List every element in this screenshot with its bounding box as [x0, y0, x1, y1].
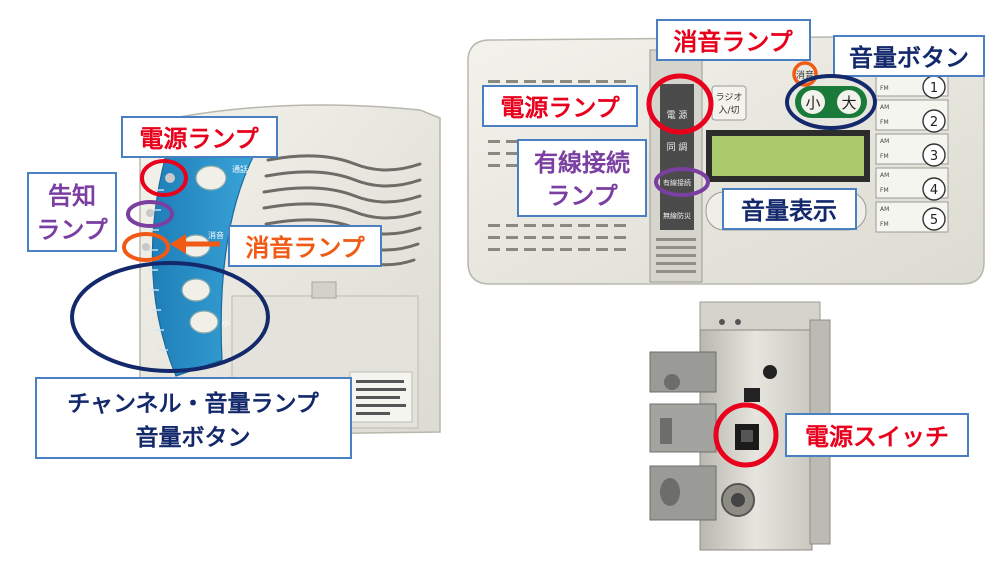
- volume-down-label-right: 小: [805, 94, 820, 112]
- right-power-lamp-label: 電源ランプ: [500, 94, 620, 122]
- lamp-wired-text: 有線接続: [663, 178, 691, 187]
- volume-up-label-right: 大: [841, 94, 856, 112]
- mute-button-label: 消音: [208, 230, 224, 240]
- notice-lamp-ring: [126, 200, 174, 228]
- right-power-lamp-label-box: [482, 85, 638, 127]
- cover-latch: [311, 281, 337, 299]
- lamp-sync-text: 同 調: [667, 141, 688, 153]
- volume-down-button[interactable]: [189, 310, 219, 334]
- left-mute-lamp-ring: [122, 232, 170, 262]
- volume-up-button-right[interactable]: [837, 90, 861, 114]
- left-power-lamp: [165, 173, 175, 183]
- volume-down-button-right[interactable]: [801, 90, 825, 114]
- channel-volume-label-1: チャンネル・音量ランプ: [67, 390, 320, 417]
- mute-small-ring: [792, 61, 818, 87]
- preset-label-3: 3: [930, 149, 938, 164]
- right-mute-lamp-label: 消音ランプ: [673, 28, 793, 56]
- volume-button-label: 音量ボタン: [849, 44, 969, 72]
- call-button-label: 通話: [232, 164, 248, 174]
- preset-label-1: 1: [930, 81, 938, 96]
- screw-1: [719, 319, 725, 325]
- preset-button-3[interactable]: [922, 143, 946, 167]
- lamp-disaster-text: 無線防災: [663, 211, 691, 220]
- right-power-lamp-ring: [646, 73, 714, 135]
- preset-button-4[interactable]: [922, 177, 946, 201]
- notice-lamp-label-1: 告知: [48, 182, 96, 210]
- notice-lamp-label-box: [27, 172, 117, 252]
- left-mute-lamp: [142, 243, 150, 251]
- volume-button-label-box: [833, 35, 985, 77]
- side-device: 電源スイッチ: [649, 301, 969, 551]
- right-device: 電 源 同 調 有線接続 無線防災 ラジオ 入/切 消音 小 大 AM FM A…: [467, 19, 985, 285]
- power-switch-label-box: [785, 413, 969, 457]
- preset-label-5: 5: [930, 213, 938, 228]
- radio-button-label-1: ラジオ: [716, 92, 743, 103]
- preset-fm-1: FM: [880, 85, 889, 92]
- volume-up-button[interactable]: [181, 278, 211, 302]
- wired-lamp-label-1: 有線接続: [534, 149, 630, 177]
- power-switch-label: 電源スイッチ: [805, 423, 949, 451]
- preset-am-2: AM: [880, 104, 889, 111]
- notice-lamp-label-2: ランプ: [36, 216, 108, 244]
- wired-lamp-ring: [654, 167, 710, 197]
- left-device: 通話 消音 小 電源ランプ 告知 ランプ 消音ランプ チャンネル・音量ランプ 音…: [27, 104, 441, 459]
- radio-button-label-2: 入/切: [718, 105, 739, 116]
- sticker-text-lines: [356, 380, 406, 415]
- preset-fm-5: FM: [880, 221, 889, 228]
- preset-am-4: AM: [880, 172, 889, 179]
- wired-lamp-label-box: [517, 139, 647, 217]
- call-button[interactable]: [195, 165, 227, 191]
- preset-am-5: AM: [880, 206, 889, 213]
- volume-display-label-box: [722, 188, 857, 230]
- right-mute-lamp-label-box: [656, 19, 811, 61]
- preset-fm-2: FM: [880, 119, 889, 126]
- small-port: [744, 388, 760, 402]
- preset-fm-3: FM: [880, 153, 889, 160]
- screw-2: [735, 319, 741, 325]
- lcd-display: [712, 136, 864, 176]
- preset-fm-4: FM: [880, 187, 889, 194]
- preset-button-5[interactable]: [922, 207, 946, 231]
- lamp-strip-inner: [660, 84, 694, 230]
- preset-label-2: 2: [930, 115, 938, 130]
- preset-am-3: AM: [880, 138, 889, 145]
- left-mute-lamp-label: 消音ランプ: [245, 234, 365, 262]
- wired-lamp-label-2: ランプ: [546, 182, 618, 210]
- volume-down-label: 小: [222, 319, 230, 328]
- preset-button-2[interactable]: [922, 109, 946, 133]
- audio-jack: [763, 365, 777, 379]
- power-switch-ring: [713, 402, 779, 468]
- mute-lamp-arrow-head: [170, 234, 186, 254]
- power-switch-toggle: [741, 430, 753, 442]
- left-mute-lamp-label-box: [228, 225, 382, 267]
- left-power-lamp-label-box: [121, 116, 278, 158]
- left-power-lamp-label: 電源ランプ: [139, 125, 259, 153]
- lamp-strip-ridges: [656, 238, 696, 273]
- left-notice-lamp: [146, 209, 154, 217]
- arc-tick-scale: [149, 189, 168, 351]
- antenna-connector-core: [731, 493, 745, 507]
- channel-volume-ring: [70, 261, 270, 373]
- left-power-lamp-ring: [140, 159, 188, 197]
- side-clips: [649, 351, 717, 521]
- preset-label-4: 4: [930, 183, 938, 198]
- lamp-power-text: 電 源: [667, 110, 688, 121]
- channel-volume-label-2: 音量ボタン: [136, 424, 251, 451]
- volume-button-ring: [785, 74, 877, 130]
- volume-display-label: 音量表示: [741, 197, 837, 225]
- channel-volume-label-box: [35, 377, 352, 459]
